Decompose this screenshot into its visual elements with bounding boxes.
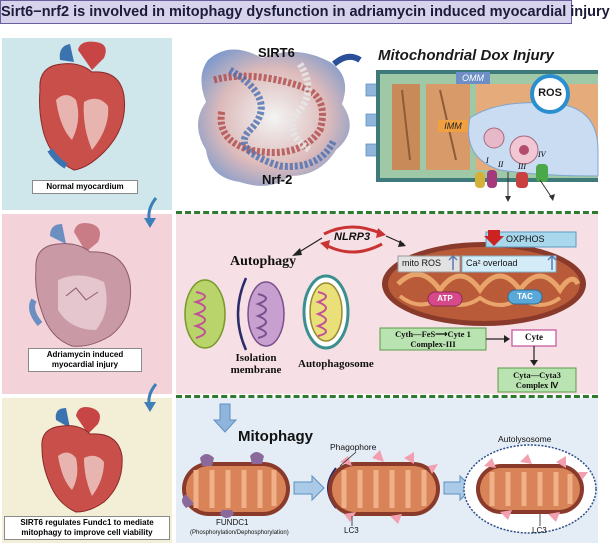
separator-bottom [176, 395, 598, 398]
isolation-line-2: membrane [230, 364, 282, 376]
complex-icons [475, 164, 555, 202]
recovered-heart-icon [41, 407, 123, 513]
omm-label: OMM [456, 72, 490, 84]
injured-heart-icon [29, 223, 132, 347]
atp-label: ATP [437, 294, 453, 303]
sirt6-label-line-2: mitophagy to improve cell viability [21, 528, 153, 537]
damaged-mitochondrion [382, 242, 586, 326]
injury-label-line-2: myocardial injury [51, 360, 119, 369]
mitophagy-label: Mitophagy [238, 428, 313, 445]
complex4-line: Complex Ⅳ [515, 380, 559, 390]
complex3-line: Complex-III [410, 339, 456, 349]
complex-label-2: II [498, 160, 504, 169]
heart-icon [39, 41, 126, 171]
complex-label-4: IV [538, 150, 546, 159]
down-arrow-icon [484, 230, 504, 246]
isolation-membrane-mitochondrion [236, 277, 285, 351]
tac-label: TAC [517, 292, 533, 301]
sirt6-label-line-1: SIRT6 regulates Fundc1 to mediate [20, 518, 154, 527]
sirt6-nrf2-protein [198, 49, 362, 186]
separator-top [176, 211, 598, 214]
sirt6-regulation-label: SIRT6 regulates Fundc1 to mediate mitoph… [4, 516, 170, 540]
complex-label-3: III [518, 162, 526, 171]
mitochondrion-green [184, 279, 226, 349]
lc3-label-a: LC3 [344, 526, 359, 535]
mito-ros-label: mito ROS [402, 258, 442, 268]
mitochondrion-fundc1 [182, 452, 290, 518]
ros-icon [530, 74, 570, 114]
imm-label: IMM [438, 120, 468, 132]
nlrp3-cycle-icon [320, 225, 386, 254]
fundc1-label: FUNDC1 [216, 518, 249, 527]
autophagosome-icon [302, 274, 350, 350]
complex-label-1: I [486, 156, 489, 165]
phagophore-mitochondrion [327, 450, 440, 524]
isolation-membrane-label: Isolation membrane [226, 352, 286, 376]
phagophore-label: Phagophore [330, 442, 377, 452]
normal-myocardium-label: Normal myocardium [32, 180, 138, 194]
ca-overload-label: Ca² overload [466, 258, 518, 268]
sirt6-label: SIRT6 [258, 45, 295, 60]
fundc1-note: (Phosphorylation/Dephosphorylation) [190, 530, 289, 536]
page-title: Sirt6−nrf2 is involved in mitophagy dysf… [0, 0, 610, 24]
autophagy-label: Autophagy [230, 254, 297, 269]
oxphos-label: OXPHOS [506, 234, 545, 244]
injury-label-line-1: Adriamycin induced [46, 350, 124, 359]
complex3-label: Cyth—FeS⟶Cyte 1 Complex-III [380, 329, 486, 349]
autophagosome-label: Autophagosome [298, 358, 374, 370]
injury-label: Adriamycin induced myocardial injury [28, 348, 142, 372]
lc3-label-b: LC3 [532, 526, 547, 535]
cyta-line: Cyta—Cyta3 [513, 370, 561, 380]
autolysosome-icon [463, 444, 597, 534]
isolation-line-1: Isolation [235, 352, 277, 364]
ros-label: ROS [538, 87, 562, 99]
complex4-label: Cyta—Cyta3 Complex Ⅳ [498, 370, 576, 390]
cyte-label: Cyte [525, 332, 543, 342]
down-arrow-icon [212, 403, 238, 433]
nlrp3-label: NLRP3 [334, 231, 371, 243]
oxphos-box [485, 231, 577, 248]
nrf2-label: Nrf-2 [262, 172, 293, 187]
cyth-line: Cyth—FeS⟶Cyte 1 [395, 329, 471, 339]
mito-dox-heading: Mitochondrial Dox Injury [378, 47, 554, 64]
autolysosome-label: Autolysosome [498, 434, 552, 444]
